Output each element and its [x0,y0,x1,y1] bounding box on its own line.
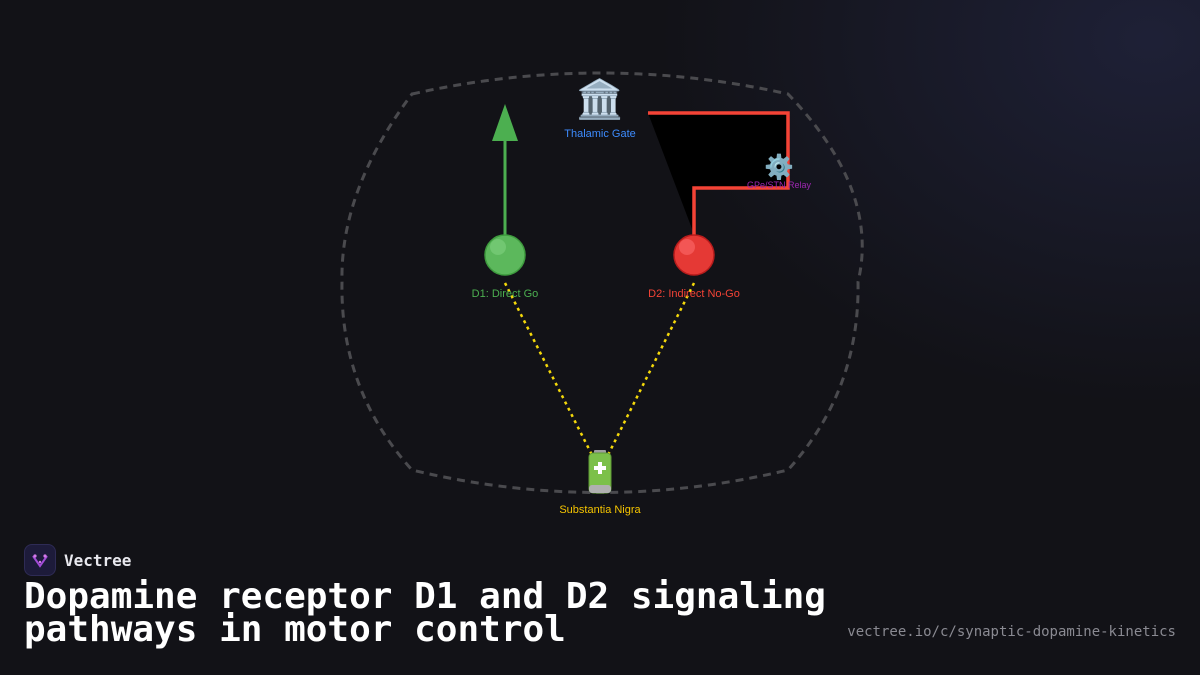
vectree-logo-icon [24,544,56,576]
thalamic-gate-label: Thalamic Gate [564,128,636,140]
direct-go-arrow-head [492,104,518,141]
classical-building-icon: 🏛️ [576,77,623,121]
red-circle-highlight [679,239,695,255]
red-circle-icon [673,234,715,276]
gear-icon: ⚙️ [764,153,794,181]
dopamine-edge-d2 [606,282,696,456]
battery-icon [588,450,612,494]
green-circle-icon [484,234,526,276]
green-circle-highlight [490,239,506,255]
brand[interactable]: Vectree [24,544,131,576]
brand-name: Vectree [64,550,132,570]
d2-label: D2: Indirect No-Go [648,288,740,300]
relay-label: GPe/STN Relay [747,180,812,190]
source-url[interactable]: vectree.io/c/synaptic-dopamine-kinetics [847,624,1176,640]
substantia-nigra-label: Substantia Nigra [559,504,641,516]
dopamine-edge-d1 [503,282,594,456]
d1-label: D1: Direct Go [472,288,539,300]
indirect-no-go-path [648,111,790,236]
indirect-pathway-fill [648,113,788,234]
page-title: Dopamine receptor D1 and D2 signaling pa… [24,576,826,650]
